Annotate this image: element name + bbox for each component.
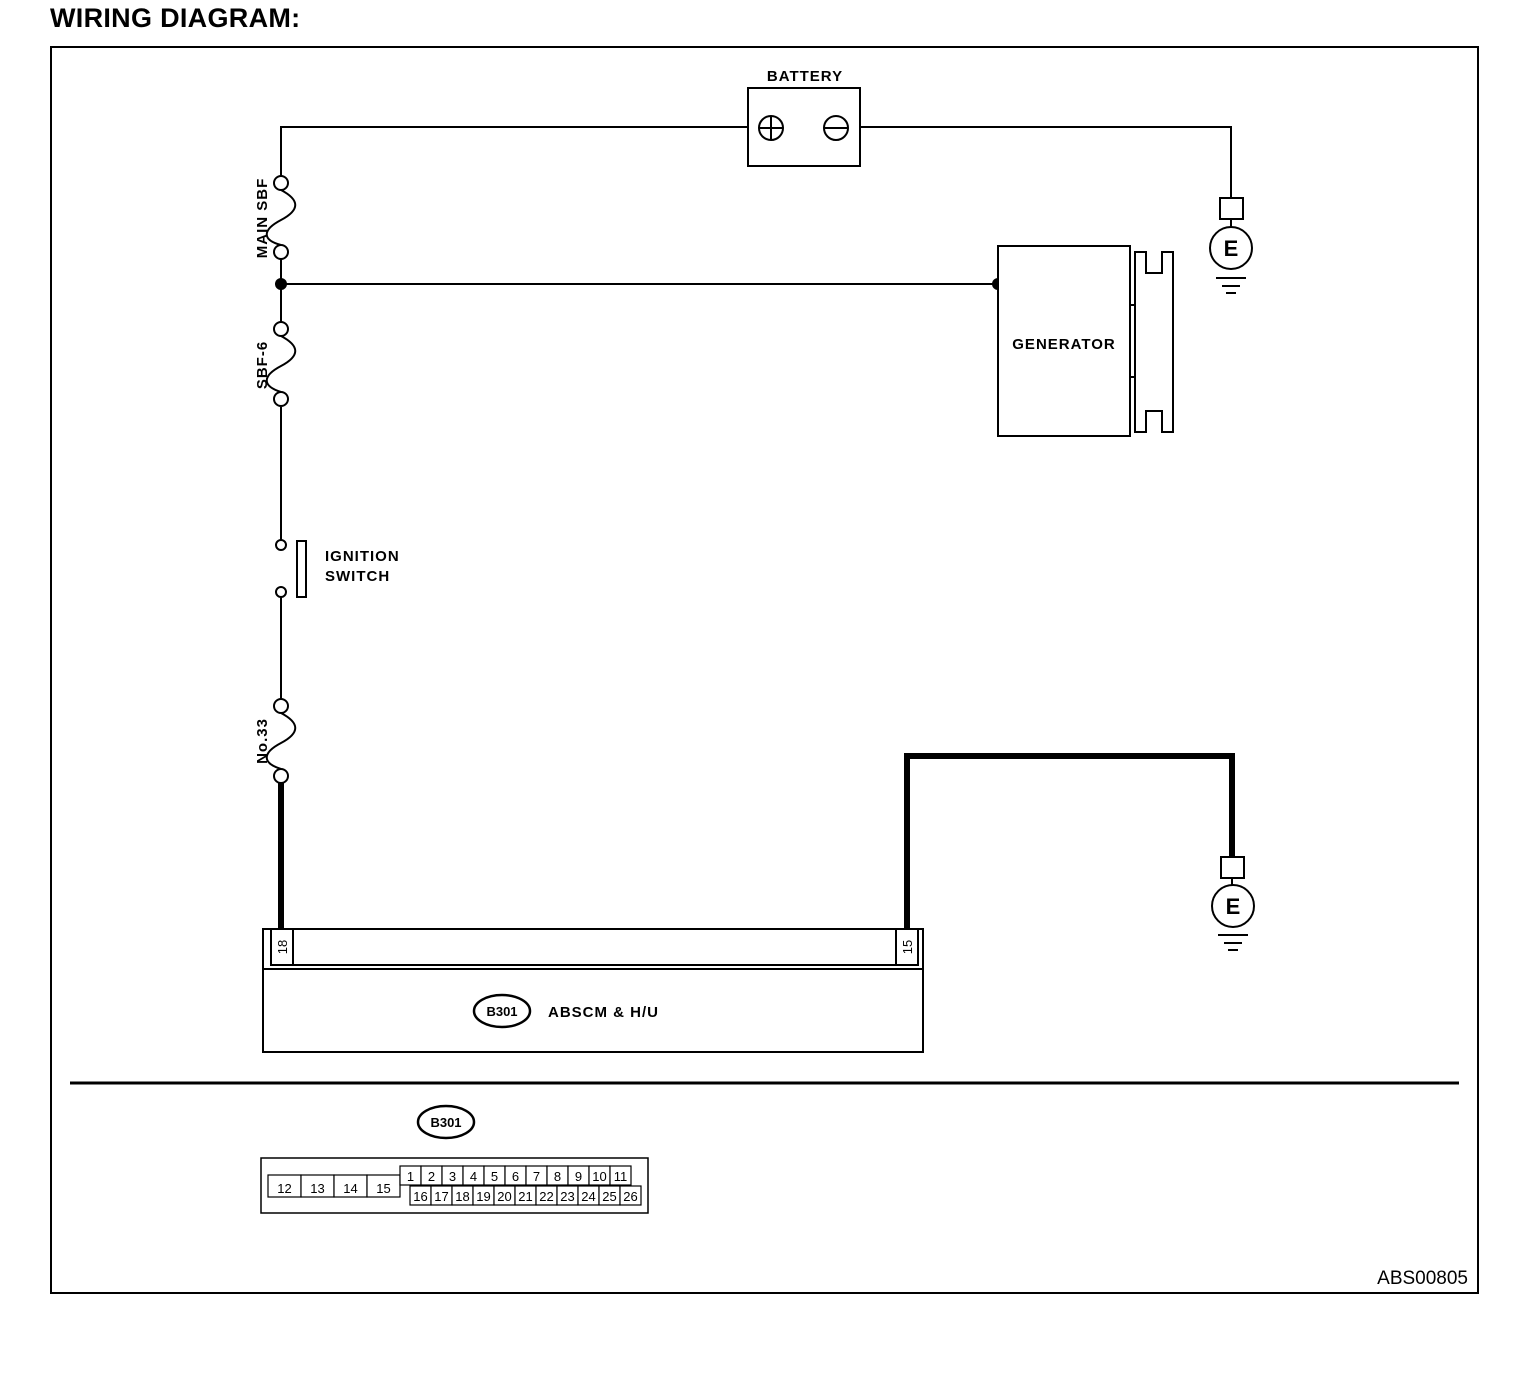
connector-pin-13: 13 xyxy=(310,1181,324,1196)
generator-label: GENERATOR xyxy=(1012,336,1115,353)
connector-pin-14: 14 xyxy=(343,1181,357,1196)
connector-pin-19: 19 xyxy=(476,1189,490,1204)
pin-label-18: 18 xyxy=(275,940,290,954)
connector-pin-18: 18 xyxy=(455,1189,469,1204)
page-title: WIRING DIAGRAM: xyxy=(50,3,301,33)
junction-dot xyxy=(275,278,287,290)
abscm-unit xyxy=(262,928,924,1053)
ignition-switch-label-2: SWITCH xyxy=(325,568,390,585)
connector-pin-12: 12 xyxy=(277,1181,291,1196)
connector-pin-9: 9 xyxy=(575,1169,582,1184)
connector-pin-1: 1 xyxy=(407,1169,414,1184)
wire-battery-negative xyxy=(836,126,1232,198)
connector-view-badge xyxy=(416,1104,476,1140)
thin-wires xyxy=(280,126,1232,699)
connector-pin-4: 4 xyxy=(470,1169,477,1184)
connector-pin-17: 17 xyxy=(434,1189,448,1204)
connector-pin-2: 2 xyxy=(428,1169,435,1184)
connector-pin-26-box xyxy=(619,1185,642,1206)
connector-pin-25: 25 xyxy=(602,1189,616,1204)
connector-pin-7: 7 xyxy=(533,1169,540,1184)
wire-battery-positive xyxy=(280,126,771,183)
ground-label-abscm: E xyxy=(1226,894,1241,919)
fuse33-label: No.33 xyxy=(254,718,271,764)
connector-pin-15-box xyxy=(366,1174,401,1198)
wire-pin15-ground xyxy=(904,753,1235,929)
pin-box-18 xyxy=(270,928,294,966)
connector-pin-26: 26 xyxy=(623,1189,637,1204)
ignition-switch-symbol xyxy=(275,539,307,598)
sbf6-label: SBF-6 xyxy=(254,341,271,389)
connector-pin-11: 11 xyxy=(614,1169,628,1184)
generator-pulley xyxy=(1134,251,1174,433)
fuse33 xyxy=(265,698,297,784)
ground-label-battery: E xyxy=(1224,236,1239,261)
pin-box-15 xyxy=(895,928,919,966)
connector-pin-20: 20 xyxy=(497,1189,511,1204)
abscm-connector-id: B301 xyxy=(486,1004,517,1019)
connector-view-id: B301 xyxy=(430,1115,461,1130)
connector-pin-6: 6 xyxy=(512,1169,519,1184)
connector-pin-21: 21 xyxy=(518,1189,532,1204)
ground-symbol-abscm xyxy=(1211,856,1255,951)
connector-pin-10: 10 xyxy=(592,1169,606,1184)
connector-pin-15: 15 xyxy=(376,1181,390,1196)
connector-pin-24: 24 xyxy=(581,1189,595,1204)
connector-pin-16: 16 xyxy=(413,1189,427,1204)
pin-label-15: 15 xyxy=(900,940,915,954)
battery-symbol xyxy=(747,87,861,167)
ignition-switch-label-1: IGNITION xyxy=(325,548,400,565)
connector-pin-5: 5 xyxy=(491,1169,498,1184)
connector-pin-11-box xyxy=(609,1165,632,1186)
ground-symbol-battery xyxy=(1209,197,1253,294)
diagram-frame xyxy=(50,46,1479,1294)
main-sbf-label: MAIN SBF xyxy=(254,178,271,259)
thick-wires xyxy=(278,753,1235,929)
connector-pin-23: 23 xyxy=(560,1189,574,1204)
generator-symbol xyxy=(997,245,1174,437)
abscm-connector-badge xyxy=(472,993,532,1029)
connector-pin-3: 3 xyxy=(449,1169,456,1184)
figure-id: ABS00805 xyxy=(1377,1268,1468,1289)
battery-label: BATTERY xyxy=(767,68,843,85)
connector-pin-22: 22 xyxy=(539,1189,553,1204)
connector-pin-8: 8 xyxy=(554,1169,561,1184)
main-sbf-fuse xyxy=(265,175,297,260)
sbf6-fuse xyxy=(265,321,297,407)
abscm-label: ABSCM & H/U xyxy=(548,1004,659,1021)
